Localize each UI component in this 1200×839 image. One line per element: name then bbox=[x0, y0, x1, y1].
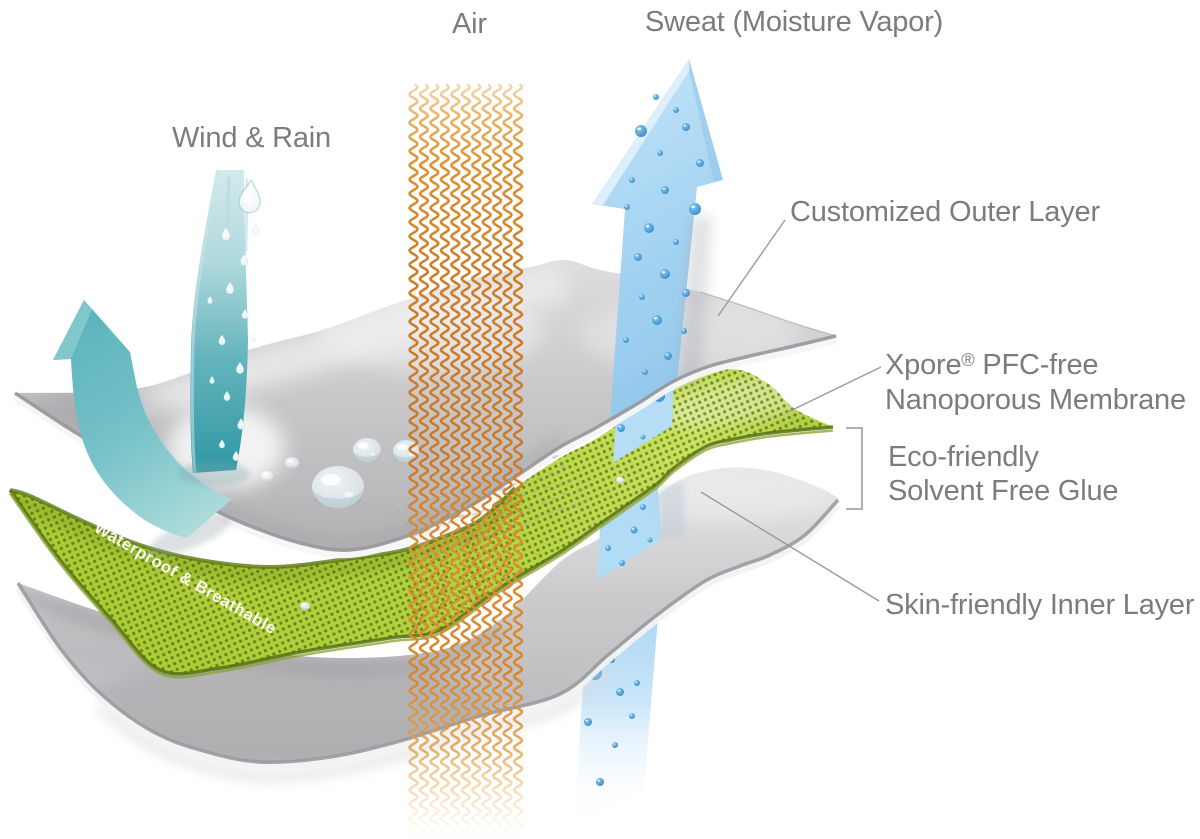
svg-text:Sweat (Moisture Vapor): Sweat (Moisture Vapor) bbox=[645, 6, 943, 38]
svg-text:Air: Air bbox=[452, 8, 487, 40]
svg-text:Wind & Rain: Wind & Rain bbox=[172, 122, 331, 154]
svg-text:Nanoporous Membrane: Nanoporous Membrane bbox=[885, 384, 1186, 416]
svg-text:Xpore® PFC-free: Xpore® PFC-free bbox=[885, 349, 1098, 381]
svg-text:Eco-friendly: Eco-friendly bbox=[888, 441, 1039, 473]
svg-text:Solvent Free Glue: Solvent Free Glue bbox=[888, 475, 1118, 507]
svg-text:Skin-friendly Inner Layer: Skin-friendly Inner Layer bbox=[885, 589, 1195, 621]
svg-text:Customized Outer Layer: Customized Outer Layer bbox=[790, 196, 1100, 228]
